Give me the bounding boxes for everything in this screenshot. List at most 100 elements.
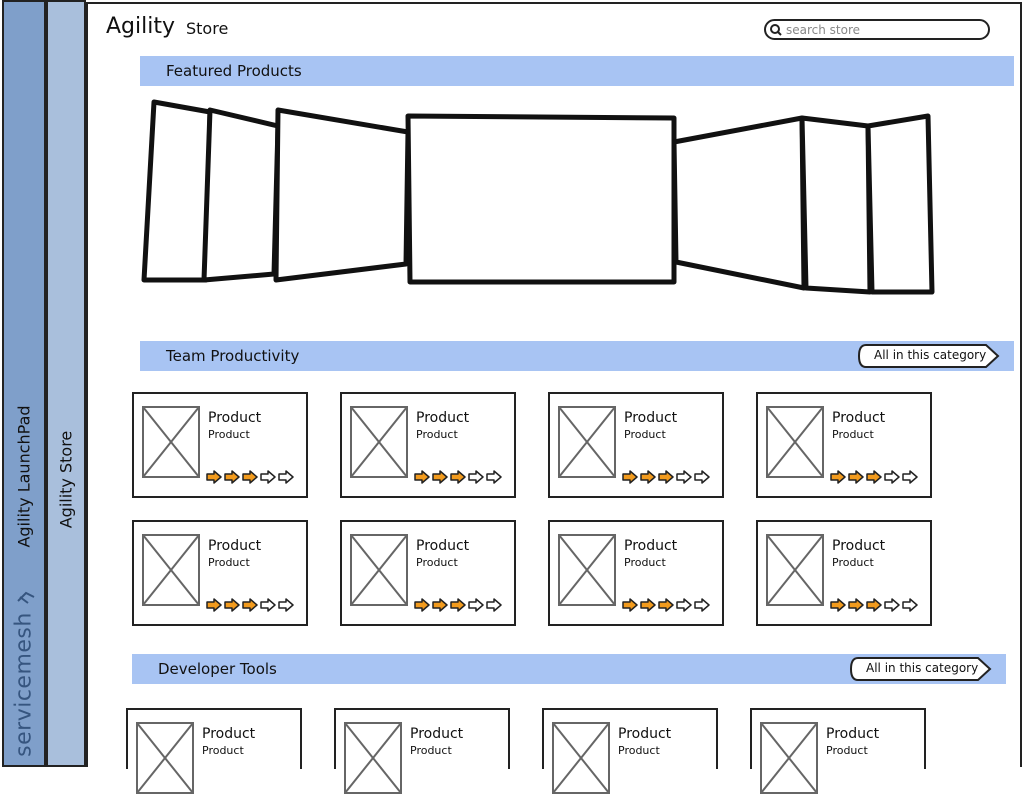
store-rail[interactable]: Agility Store — [46, 0, 86, 767]
image-placeholder-icon — [350, 534, 408, 606]
product-subtitle: Product — [208, 428, 250, 441]
product-rating[interactable] — [622, 598, 710, 612]
rating-star-filled-icon[interactable] — [830, 470, 846, 484]
product-rating[interactable] — [206, 598, 294, 612]
rating-star-filled-icon[interactable] — [866, 598, 882, 612]
product-rating[interactable] — [206, 470, 294, 484]
rating-star-filled-icon[interactable] — [414, 598, 430, 612]
rating-star-empty-icon[interactable] — [260, 598, 276, 612]
rating-star-filled-icon[interactable] — [450, 598, 466, 612]
carousel-slide-right-1[interactable] — [671, 115, 807, 291]
button-arrow-shape — [858, 344, 1000, 368]
carousel-slide-center[interactable] — [405, 113, 677, 285]
product-title: Product — [624, 410, 678, 426]
rating-star-empty-icon[interactable] — [676, 598, 692, 612]
button-arrow-shape — [850, 657, 992, 681]
rating-star-filled-icon[interactable] — [432, 470, 448, 484]
rating-star-filled-icon[interactable] — [622, 598, 638, 612]
team-all-in-category-button[interactable]: All in this category — [858, 344, 1000, 368]
product-subtitle: Product — [832, 556, 874, 569]
rating-star-filled-icon[interactable] — [658, 470, 674, 484]
product-title: Product — [826, 726, 880, 742]
rating-star-empty-icon[interactable] — [676, 470, 692, 484]
rating-star-filled-icon[interactable] — [622, 470, 638, 484]
image-placeholder-icon — [142, 534, 200, 606]
image-placeholder-icon — [766, 406, 824, 478]
app-title: Agility — [106, 14, 175, 39]
rating-star-filled-icon[interactable] — [224, 598, 240, 612]
rating-star-empty-icon[interactable] — [468, 470, 484, 484]
rating-star-filled-icon[interactable] — [640, 598, 656, 612]
app-subtitle: Store — [186, 19, 229, 38]
product-subtitle: Product — [416, 428, 458, 441]
rating-star-filled-icon[interactable] — [830, 598, 846, 612]
rating-star-empty-icon[interactable] — [260, 470, 276, 484]
product-subtitle: Product — [832, 428, 874, 441]
product-subtitle: Product — [826, 744, 868, 757]
rating-star-empty-icon[interactable] — [902, 470, 918, 484]
search-icon — [770, 23, 782, 36]
image-placeholder-icon — [136, 722, 194, 794]
rating-star-filled-icon[interactable] — [848, 470, 864, 484]
rating-star-empty-icon[interactable] — [884, 470, 900, 484]
product-rating[interactable] — [414, 598, 502, 612]
product-rating[interactable] — [622, 470, 710, 484]
product-title: Product — [208, 538, 262, 554]
rating-star-filled-icon[interactable] — [866, 470, 882, 484]
rating-star-filled-icon[interactable] — [224, 470, 240, 484]
rating-star-empty-icon[interactable] — [694, 598, 710, 612]
carousel-slide-left-2[interactable] — [201, 107, 281, 283]
rating-star-empty-icon[interactable] — [278, 470, 294, 484]
store-main-panel: Agility Store Featured Products Team Pro… — [86, 2, 1022, 794]
rating-star-empty-icon[interactable] — [278, 598, 294, 612]
rating-star-filled-icon[interactable] — [206, 598, 222, 612]
launchpad-rail[interactable]: Agility LaunchPad servicemesh — [2, 0, 46, 767]
image-placeholder-icon — [558, 534, 616, 606]
rating-star-empty-icon[interactable] — [486, 470, 502, 484]
carousel-slide-left-1[interactable] — [273, 107, 411, 283]
rating-star-filled-icon[interactable] — [432, 598, 448, 612]
featured-carousel[interactable] — [138, 96, 938, 296]
product-subtitle: Product — [202, 744, 244, 757]
product-rating[interactable] — [414, 470, 502, 484]
image-placeholder-icon — [766, 534, 824, 606]
brand-wordmark: servicemesh — [11, 612, 37, 757]
search-box[interactable] — [764, 19, 990, 40]
carousel-slide-right-2[interactable] — [799, 115, 873, 295]
rating-star-filled-icon[interactable] — [450, 470, 466, 484]
rating-star-filled-icon[interactable] — [848, 598, 864, 612]
rating-star-filled-icon[interactable] — [414, 470, 430, 484]
rating-star-filled-icon[interactable] — [658, 598, 674, 612]
rating-star-filled-icon[interactable] — [640, 470, 656, 484]
rating-star-empty-icon[interactable] — [468, 598, 484, 612]
product-title: Product — [624, 538, 678, 554]
product-rating[interactable] — [830, 598, 918, 612]
rating-star-filled-icon[interactable] — [242, 470, 258, 484]
rating-star-filled-icon[interactable] — [206, 470, 222, 484]
rating-star-empty-icon[interactable] — [902, 598, 918, 612]
rating-star-filled-icon[interactable] — [242, 598, 258, 612]
carousel-slide-right-3[interactable] — [865, 113, 935, 295]
carousel-slide-left-3[interactable] — [141, 99, 213, 283]
product-title: Product — [832, 538, 886, 554]
rating-star-empty-icon[interactable] — [694, 470, 710, 484]
launchpad-label: Agility LaunchPad — [14, 405, 34, 548]
product-rating[interactable] — [830, 470, 918, 484]
featured-products-title: Featured Products — [166, 62, 302, 80]
dev-all-in-category-button[interactable]: All in this category — [850, 657, 992, 681]
rating-star-empty-icon[interactable] — [486, 598, 502, 612]
rating-star-empty-icon[interactable] — [884, 598, 900, 612]
search-input[interactable] — [784, 22, 978, 37]
